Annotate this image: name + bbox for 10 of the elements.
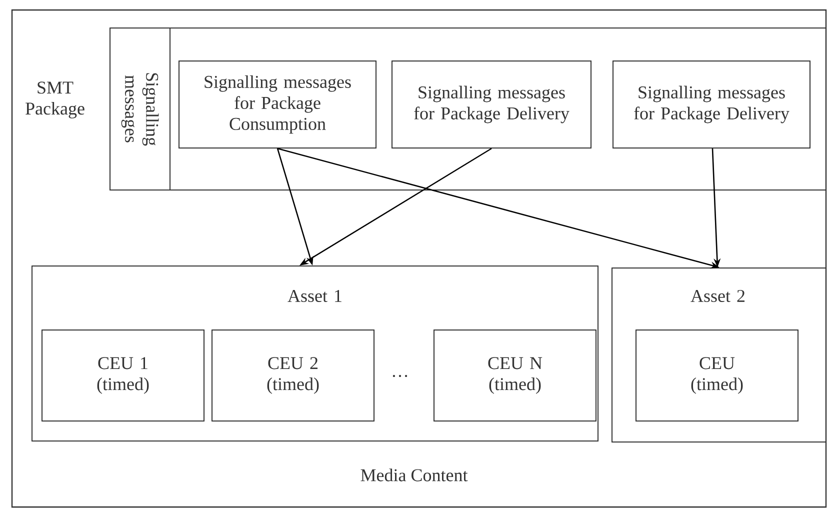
unit-box: CEU 2 (timed) [212, 330, 374, 422]
area-label: Media Content [360, 468, 468, 482]
message-box: Signalling messages for Package Delivery [612, 60, 810, 148]
unit-box: CEU (timed) [636, 330, 798, 422]
strip-box: Signalling messages [110, 28, 170, 190]
unit-box: CEU N (timed) [434, 330, 596, 422]
message-box: Signalling messages for Package Delivery [392, 60, 592, 148]
message-box: Signalling messages for Package Consumption [178, 60, 376, 148]
unit-box: CEU 1 (timed) [42, 330, 204, 422]
ellipsis: … [392, 374, 408, 378]
